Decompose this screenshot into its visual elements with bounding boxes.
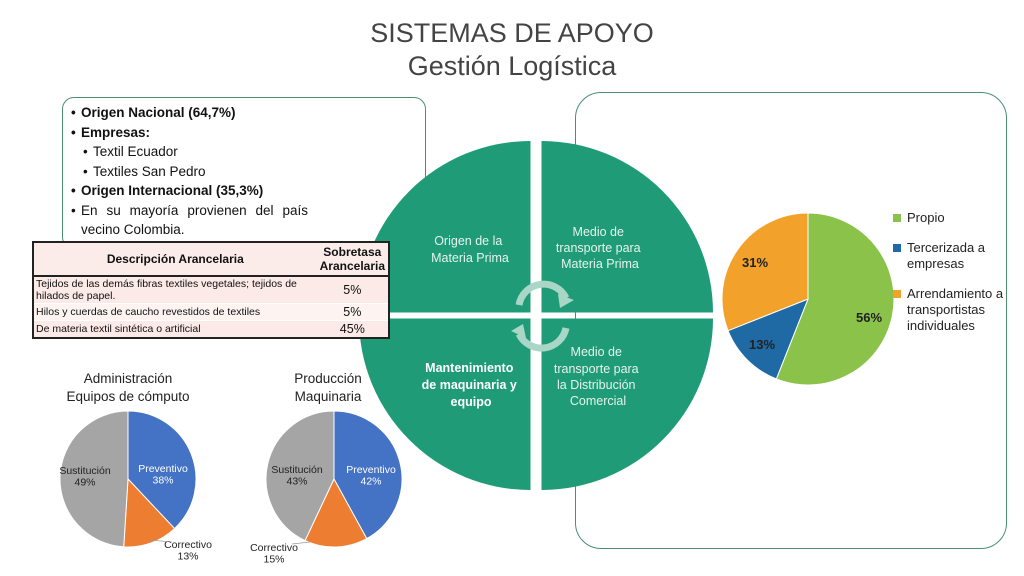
pie-slice-propio bbox=[775, 212, 895, 386]
tariff-rate: 5% bbox=[316, 276, 389, 304]
tariff-desc: Tejidos de las demás fibras textiles veg… bbox=[33, 276, 317, 304]
bullet-international-origin: Origen Internacional (35,3%) bbox=[70, 181, 308, 201]
legend-swatch bbox=[893, 244, 901, 252]
production-pie-title-line2: Maquinaria bbox=[294, 389, 362, 404]
q3-line3: equipo bbox=[451, 395, 492, 409]
q3-line2: de maquinaria y bbox=[422, 378, 517, 392]
pie-slice-arrendamiento bbox=[721, 212, 809, 332]
table-row: Tejidos de las demás fibras textiles veg… bbox=[33, 276, 389, 304]
legend-label: Tercerizada a empresas bbox=[907, 240, 986, 271]
q4-line3: la Distribución bbox=[557, 378, 636, 392]
bullet-national-origin: Origen Nacional (64,7%) bbox=[70, 103, 308, 123]
admin-pie-title-line2: Equipos de cómputo bbox=[66, 389, 190, 404]
tariff-header-description: Descripción Arancelaria bbox=[33, 242, 317, 277]
legend-item-tercerizada: Tercerizada a empresas bbox=[893, 240, 1013, 272]
origin-bullet-list: Origen Nacional (64,7%) Empresas: Textil… bbox=[70, 103, 308, 240]
quadrant-label-origin: Origen de la Materia Prima bbox=[431, 234, 509, 265]
pie-slice-sustitución bbox=[265, 410, 335, 542]
legend-item-propio: Propio bbox=[893, 210, 1013, 226]
cycle-diagram: Origen de la Materia Prima Medio de tran… bbox=[359, 141, 713, 490]
bullet-companies: Empresas: bbox=[70, 123, 308, 143]
q2-line2: transporte para bbox=[556, 241, 641, 255]
tariff-desc: Hilos y cuerdas de caucho revestidos de … bbox=[33, 303, 317, 321]
table-row: Hilos y cuerdas de caucho revestidos de … bbox=[33, 303, 389, 321]
slide-subtitle: Gestión Logística bbox=[407, 51, 617, 81]
table-row: De materia textil sintética o artificial… bbox=[33, 320, 389, 339]
tariff-rate: 5% bbox=[316, 303, 389, 321]
admin-pie-title-line1: Administración bbox=[83, 371, 173, 386]
q4-line4: Comercial bbox=[570, 394, 626, 408]
q2-line3: Materia Prima bbox=[561, 257, 639, 271]
pie-slice-correctivo bbox=[123, 477, 176, 548]
pie-slice-correctivo bbox=[304, 477, 368, 548]
legend-swatch bbox=[893, 214, 901, 222]
pie-slice-preventivo bbox=[333, 410, 403, 540]
quadrant-label-raw-transport: Medio de transporte para Materia Prima bbox=[556, 225, 644, 271]
q3-line1: Mantenimiento bbox=[425, 361, 514, 375]
legend-swatch bbox=[893, 290, 901, 298]
leader-line bbox=[149, 539, 173, 543]
tariff-table: Descripción Arancelaria Sobretasa Arance… bbox=[32, 241, 390, 339]
tariff-header-rate: Sobretasa Arancelaria bbox=[316, 242, 389, 277]
quadrant-origin bbox=[359, 141, 531, 313]
legend-label: Propio bbox=[907, 210, 945, 225]
quadrant-maintenance bbox=[359, 318, 531, 490]
q4-line2: transporte para bbox=[554, 362, 639, 376]
quadrant-label-maintenance: Mantenimiento de maquinaria y equipo bbox=[422, 361, 521, 409]
legend-label: Arrendamiento a transportistas individua… bbox=[907, 286, 1004, 333]
q4-line1: Medio de bbox=[571, 345, 622, 359]
pie-slice-tercerizada bbox=[727, 298, 809, 380]
bullet-textiles-san-pedro: Textiles San Pedro bbox=[82, 162, 308, 182]
bullet-colombia: En su mayoría provienen del país vecino … bbox=[70, 201, 308, 240]
tariff-desc: De materia textil sintética o artificial bbox=[33, 320, 317, 339]
pie-slice-preventivo bbox=[127, 410, 197, 530]
quadrant-label-distribution: Medio de transporte para la Distribución… bbox=[554, 345, 642, 408]
cycle-arrows-icon bbox=[511, 280, 574, 352]
slide-title: SISTEMAS DE APOYO bbox=[370, 18, 654, 48]
bullet-textil-ecuador: Textil Ecuador bbox=[82, 142, 308, 162]
admin-pie-title: Administración Equipos de cómputo bbox=[48, 370, 208, 406]
pie-slice-sustitución bbox=[59, 410, 129, 548]
pie-data-label: 31% bbox=[742, 255, 768, 270]
production-pie-title: Producción Maquinaria bbox=[258, 370, 398, 406]
transport-pie-legend: Propio Tercerizada a empresas Arrendamie… bbox=[893, 210, 1013, 348]
leader-line bbox=[291, 541, 311, 545]
production-pie-title-line1: Producción bbox=[294, 371, 362, 386]
transport-pie-chart: 56% 13% 31% bbox=[721, 212, 895, 386]
pie-data-label: 13% bbox=[749, 337, 775, 352]
pie-data-label: 56% bbox=[856, 310, 882, 325]
quadrant-distribution bbox=[541, 318, 713, 490]
q2-line1: Medio de bbox=[573, 225, 624, 239]
legend-item-arrendamiento: Arrendamiento a transportistas individua… bbox=[893, 286, 1013, 334]
q1-line2: Materia Prima bbox=[431, 251, 509, 265]
tariff-rate: 45% bbox=[316, 320, 389, 339]
q1-line1: Origen de la bbox=[434, 234, 502, 248]
quadrant-transport-raw bbox=[541, 141, 713, 313]
